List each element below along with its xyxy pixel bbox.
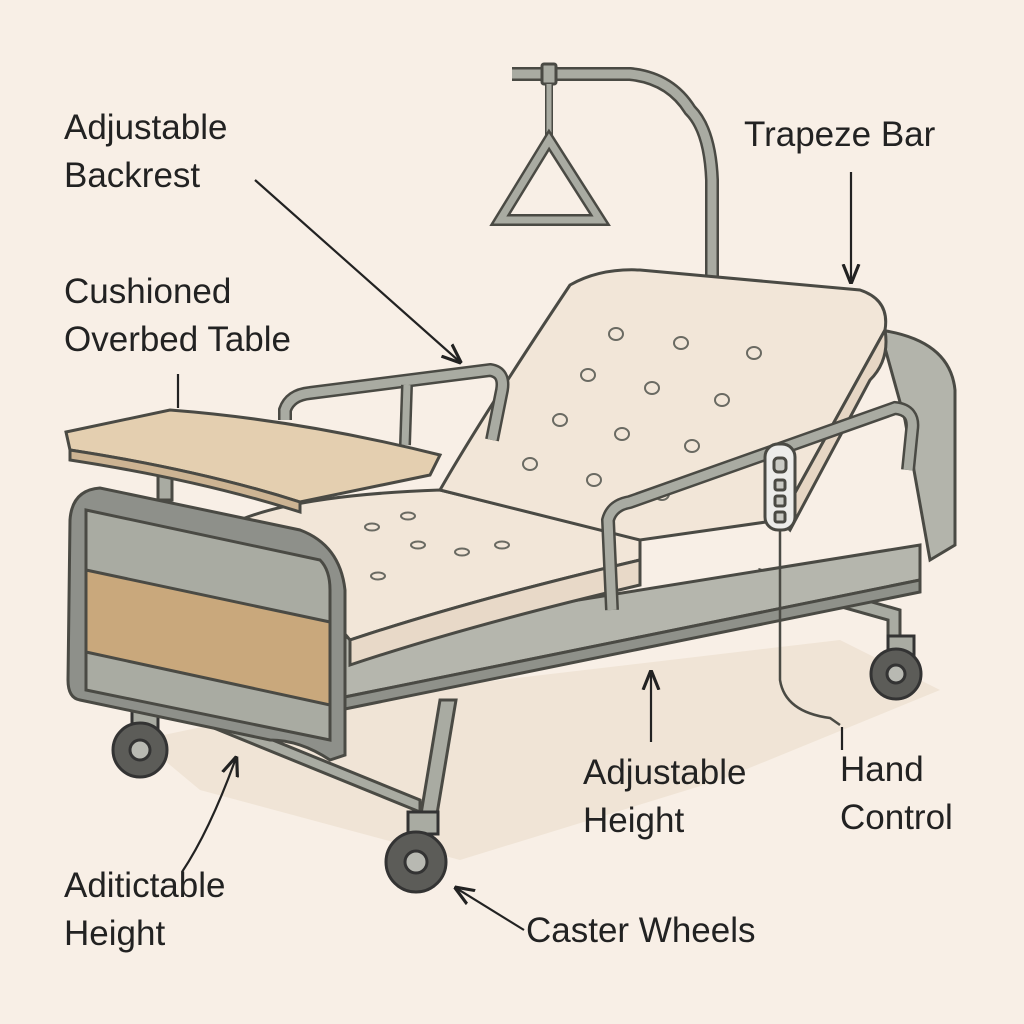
label-trapeze-bar: Trapeze Bar [744,115,936,154]
caster-wheel [384,810,448,894]
label-adjustable-backrest: Adjustable Backrest [64,108,228,195]
overbed-table [64,408,443,515]
side-rail-front [600,400,920,611]
backrest-arrow [254,179,460,362]
annotation-arrows [176,172,851,931]
label-hand-control: Hand Control [840,750,953,837]
label-adjustable-height-center: Adjustable Height [583,753,747,840]
label-aditictable-height-left: Aditictable Height [64,866,226,953]
label-caster-wheels: Caster Wheels [526,911,756,950]
caster-wheel [869,634,923,701]
height-left-arrow [181,758,236,873]
backrest [437,268,888,542]
footboard [66,486,347,762]
label-cushioned-overbed-table: Cushioned Overbed Table [64,272,292,359]
casters-arrow [456,888,525,931]
hand-control [763,442,841,727]
caster-wheel [111,708,169,779]
side-rail-back [278,362,510,446]
floor-shadow [140,640,940,860]
trapeze-bar [489,62,719,280]
